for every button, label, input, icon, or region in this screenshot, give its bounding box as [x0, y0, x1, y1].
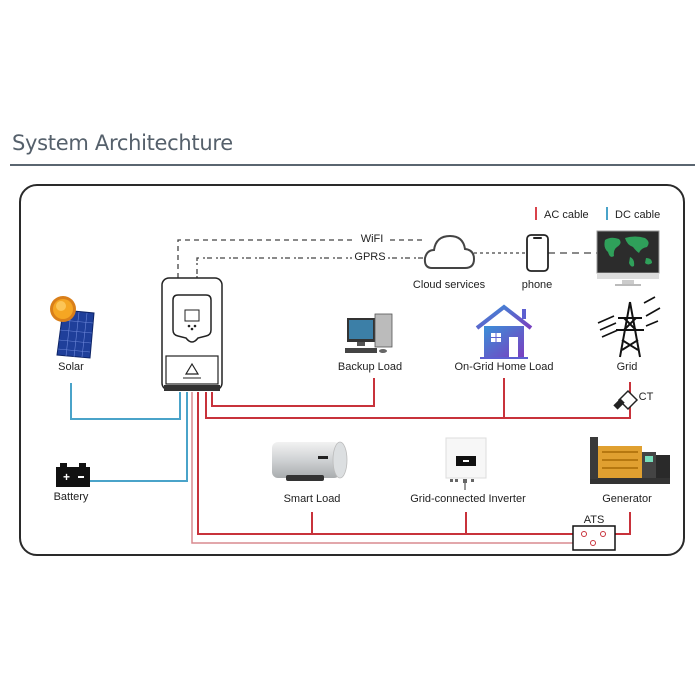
- grid-inverter-label: Grid-connected Inverter: [410, 493, 526, 505]
- smart-load-bus: [197, 392, 586, 535]
- water-heater-icon: [272, 441, 348, 481]
- smart-load-label: Smart Load: [283, 493, 341, 505]
- ats-bypass-cable: [191, 392, 593, 544]
- diagram-frame: [19, 184, 685, 556]
- ac-cable-swatch: [535, 207, 537, 220]
- monitor-icon: [596, 230, 660, 286]
- legend-dc-label: DC cable: [615, 209, 661, 221]
- backup-load-cable: [211, 378, 375, 407]
- battery-dc-cable: [90, 392, 188, 482]
- cloud-label: Cloud services: [412, 279, 486, 291]
- legend-dc: DC cable: [606, 207, 660, 221]
- gprs-link: [196, 257, 425, 278]
- ct-label: CT: [638, 391, 654, 403]
- comm-links: [177, 239, 597, 278]
- ct-sensor-icon: [613, 389, 639, 411]
- transmission-tower-icon: [597, 296, 661, 358]
- phone-label: phone: [521, 279, 553, 291]
- legend-ac-label: AC cable: [544, 209, 589, 221]
- home-load-label: On-Grid Home Load: [454, 361, 554, 373]
- computer-icon: [345, 313, 393, 353]
- generator-icon: [590, 437, 670, 484]
- solar-dc-cable: [70, 383, 181, 420]
- title-divider: [10, 164, 695, 166]
- grid-label: Grid: [616, 361, 638, 373]
- solar-panel-icon: [50, 296, 95, 359]
- wifi-link: [177, 239, 425, 278]
- page-title: System Architechture: [12, 131, 233, 155]
- house-icon: [475, 304, 533, 359]
- ac-cables: [197, 378, 631, 535]
- cloud-icon: [423, 234, 476, 269]
- solar-label: Solar: [58, 361, 84, 373]
- battery-icon: +: [56, 463, 90, 487]
- grid-inverter-icon: [445, 437, 487, 490]
- hybrid-inverter-icon: [161, 277, 223, 391]
- sun-icon: [50, 296, 76, 322]
- dc-cables: [70, 383, 188, 482]
- generator-label: Generator: [602, 493, 652, 505]
- backup-load-label: Backup Load: [337, 361, 403, 373]
- ats-switch: [572, 525, 616, 551]
- legend-ac: AC cable: [535, 207, 589, 221]
- wifi-label: WiFI: [358, 233, 386, 245]
- ats-label: ATS: [583, 514, 605, 526]
- svg-text:+: +: [63, 470, 70, 484]
- dc-cable-swatch: [606, 207, 608, 220]
- gprs-label: GPRS: [352, 251, 388, 263]
- phone-icon: [526, 234, 549, 272]
- battery-label: Battery: [53, 491, 89, 503]
